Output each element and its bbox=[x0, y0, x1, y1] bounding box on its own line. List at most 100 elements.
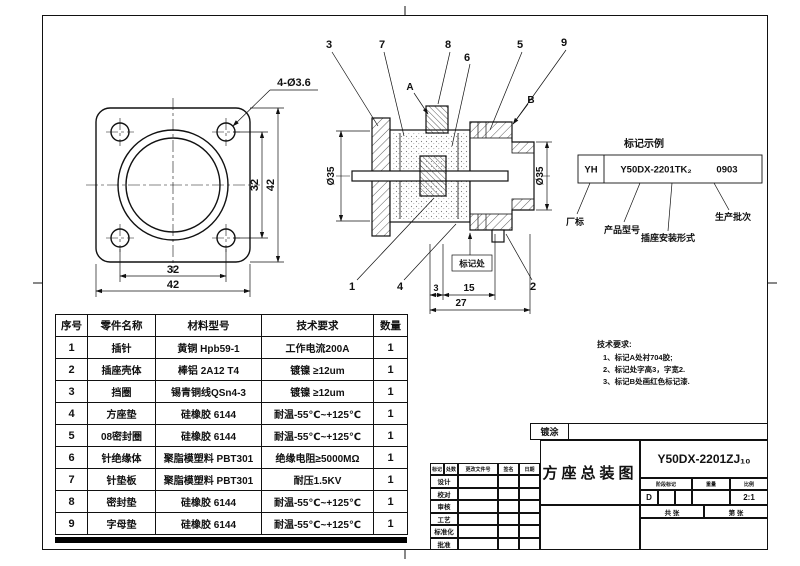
scale-value: 2:1 bbox=[730, 490, 768, 505]
table-cell: 序号 bbox=[55, 314, 88, 337]
hole-callout-label: 4-Ø3.6 bbox=[277, 77, 311, 89]
flange-view: 4-Ø3.6 32 42 32 42 bbox=[86, 77, 318, 297]
table-cell: 1 bbox=[373, 490, 408, 513]
callout-5: 5 bbox=[517, 39, 523, 51]
table-cell: 08密封圈 bbox=[87, 424, 156, 447]
marking-label-mounting: 插座安装形式 bbox=[641, 232, 695, 243]
table-cell: 插针 bbox=[87, 336, 156, 359]
zone-a-label: A bbox=[406, 82, 413, 93]
marking-batch: 0903 bbox=[716, 165, 737, 176]
callout-9: 9 bbox=[561, 37, 567, 49]
dim-overall-v: 42 bbox=[265, 179, 277, 191]
table-cell: 材料型号 bbox=[155, 314, 262, 337]
dim-27-label: 27 bbox=[455, 298, 467, 309]
table-cell: 插座壳体 bbox=[87, 358, 156, 381]
table-cell: 1 bbox=[373, 512, 408, 535]
table-header-row: 序号 零件名称 材料型号 技术要求 数量 bbox=[55, 314, 408, 337]
sign-cell-empty bbox=[458, 487, 498, 500]
table-cell: 技术要求 bbox=[261, 314, 374, 337]
table-cell: 5 bbox=[55, 424, 88, 447]
sign-row-check: 校对 bbox=[430, 487, 458, 500]
sign-cell-empty bbox=[498, 512, 519, 525]
coating-label: 镀涂 bbox=[531, 424, 569, 439]
table-cell: 零件名称 bbox=[87, 314, 156, 337]
sign-row-review: 审核 bbox=[430, 500, 458, 513]
table-cell: 硅橡胶 6144 bbox=[155, 424, 262, 447]
dim-3-label: 3 bbox=[433, 283, 438, 293]
mark-note-label: 标记处 bbox=[458, 259, 485, 269]
registration-ticks bbox=[33, 6, 777, 559]
sign-row-standard: 标准化 bbox=[430, 525, 458, 538]
table-cell: 9 bbox=[55, 512, 88, 535]
dim-hole-spacing-h: 32 bbox=[167, 264, 179, 276]
sign-cell-empty bbox=[519, 537, 540, 550]
table-cell: 针垫板 bbox=[87, 468, 156, 491]
marking-label-batch: 生产批次 bbox=[715, 211, 751, 222]
sign-cell-empty bbox=[519, 512, 540, 525]
marking-label-factory: 厂标 bbox=[566, 216, 584, 227]
dia-left-label: Ø35 bbox=[326, 166, 337, 185]
marking-example-title: 标记示例 bbox=[623, 137, 664, 150]
marking-model: Y50DX-2201TK₂ bbox=[620, 165, 691, 176]
table-cell: 绝缘电阻≥5000MΩ bbox=[261, 446, 374, 469]
scale-header: 比例 bbox=[730, 478, 768, 490]
stage-cell-empty bbox=[675, 490, 692, 505]
stage-header: 阶段标记 bbox=[640, 478, 692, 490]
sign-cell-empty bbox=[458, 537, 498, 550]
table-bottom-bar bbox=[55, 537, 407, 543]
tech-note-item: 2、标记处字高3，字宽2. bbox=[603, 365, 686, 374]
rev-header-doc: 更改文件号 bbox=[458, 463, 498, 475]
callout-7: 7 bbox=[379, 39, 385, 51]
table-cell: 棒铝 2A12 T4 bbox=[155, 358, 262, 381]
table-cell: 数量 bbox=[373, 314, 408, 337]
marking-box bbox=[577, 154, 763, 184]
table-cell: 1 bbox=[373, 402, 408, 425]
dim-15-label: 15 bbox=[463, 283, 475, 294]
sign-cell-empty bbox=[498, 475, 519, 488]
table-cell: 7 bbox=[55, 468, 88, 491]
section-view: 3 7 8 6 5 9 A B 1 4 2 Ø35 Ø35 3 15 27 标记… bbox=[326, 37, 567, 314]
rev-header-sign: 签名 bbox=[498, 463, 519, 475]
table-cell: 耐温-55℃~+125℃ bbox=[261, 512, 374, 535]
table-cell: 针绝缘体 bbox=[87, 446, 156, 469]
sign-cell-empty bbox=[498, 500, 519, 513]
table-cell: 4 bbox=[55, 402, 88, 425]
sheets-total: 共 张 bbox=[640, 505, 704, 518]
callout-4: 4 bbox=[397, 281, 404, 293]
table-cell: 1 bbox=[373, 380, 408, 403]
dia-right-label: Ø35 bbox=[535, 166, 546, 185]
drawing-frame bbox=[42, 15, 768, 550]
table-cell: 锡青铜线QSn4-3 bbox=[155, 380, 262, 403]
table-cell: 耐温-55℃~+125℃ bbox=[261, 490, 374, 513]
sign-row-design: 设计 bbox=[430, 475, 458, 488]
table-cell: 耐温-55℃~+125℃ bbox=[261, 402, 374, 425]
rev-header-count: 处数 bbox=[444, 463, 458, 475]
stage-value: D bbox=[640, 490, 658, 505]
dim-overall-h: 42 bbox=[167, 279, 179, 291]
callout-3: 3 bbox=[326, 39, 332, 51]
tech-note-item: 1、标记A处衬704胶; bbox=[603, 353, 673, 362]
tech-notes-title: 技术要求: bbox=[597, 340, 632, 349]
sign-cell-empty bbox=[458, 512, 498, 525]
table-cell: 耐压1.5KV bbox=[261, 468, 374, 491]
callout-6: 6 bbox=[464, 52, 470, 64]
callout-1: 1 bbox=[349, 281, 355, 293]
table-cell: 硅橡胶 6144 bbox=[155, 490, 262, 513]
table-cell: 1 bbox=[55, 336, 88, 359]
flange-outline bbox=[95, 107, 251, 263]
drawing-number: Y50DX-2201ZJ₁₀ bbox=[640, 440, 768, 478]
weight-value bbox=[692, 490, 730, 505]
dim-hole-spacing-v: 32 bbox=[249, 179, 261, 191]
coating-strip: 镀涂 bbox=[530, 423, 768, 440]
sign-cell-empty bbox=[498, 487, 519, 500]
table-cell: 耐温-55℃~+125℃ bbox=[261, 424, 374, 447]
sign-row-approve: 批准 bbox=[430, 537, 458, 550]
stage-cell-empty bbox=[658, 490, 675, 505]
